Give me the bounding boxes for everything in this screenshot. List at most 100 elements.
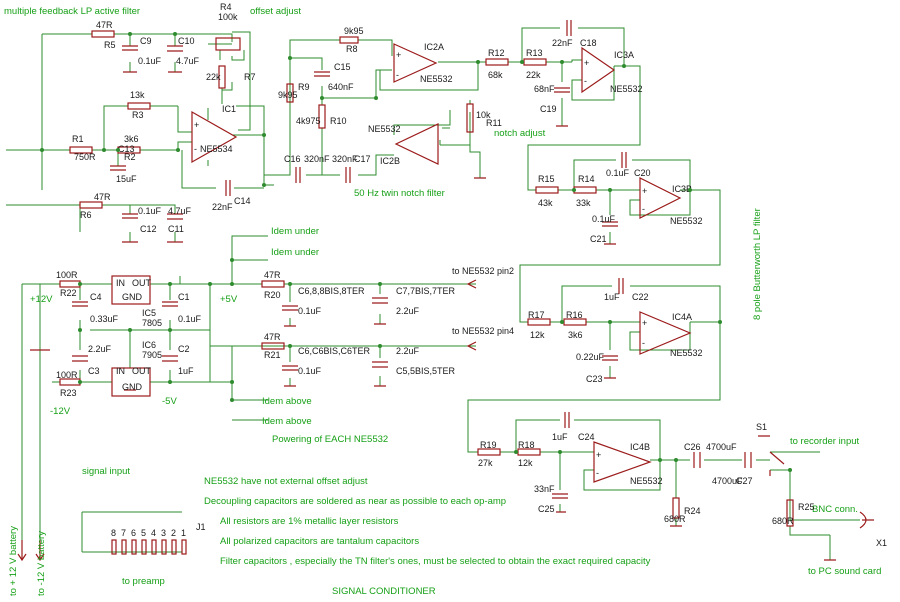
- capacitor-c1: [162, 301, 178, 307]
- value-r15: 43k: [538, 198, 553, 208]
- to-preamp-label: to preamp: [122, 576, 165, 587]
- label-c1: C1: [178, 292, 190, 302]
- label-ic6: IC6: [142, 340, 156, 350]
- label-c25: C25: [538, 504, 555, 514]
- value-c12: 0.1uF: [138, 206, 162, 216]
- notch-adjust-label: notch adjust: [494, 128, 546, 139]
- value-c27: 4700uF: [712, 476, 743, 486]
- value-r24: 680R: [664, 514, 686, 524]
- label-c10: C10: [178, 36, 195, 46]
- label-ic2b: IC2B: [380, 156, 400, 166]
- value-r19: 27k: [478, 458, 493, 468]
- label-r14: R14: [578, 174, 595, 184]
- value-c17: 320nF: [332, 154, 358, 164]
- label-r21: R21: [264, 350, 281, 360]
- label-ic4b: IC4B: [630, 442, 650, 452]
- idem-above-2: Idem above: [262, 416, 312, 427]
- capacitor-c16: [295, 167, 301, 183]
- label-r13: R13: [526, 48, 543, 58]
- junction-dots: [40, 32, 792, 472]
- component-labels: R4 100k 47R R5 C9 0.1uF C10 4.7uF 13k R3…: [56, 2, 887, 548]
- bnc-connector-x1: [859, 511, 874, 529]
- capacitor-c13: [110, 165, 126, 171]
- label-r9: R9: [298, 82, 310, 92]
- value-r21: 47R: [264, 332, 281, 342]
- resistor-r3: [127, 102, 151, 110]
- capacitor-c11: [167, 213, 183, 220]
- label-c23: C23: [586, 374, 603, 384]
- pin-minus-ic4b: -: [596, 468, 599, 478]
- label-r15: R15: [538, 174, 555, 184]
- opamp-ic4b: [593, 441, 652, 483]
- note-1: NE5532 have not external offset adjust: [204, 476, 368, 487]
- value-c7: 2.2uF: [396, 306, 420, 316]
- capacitor-c5: [372, 361, 388, 368]
- opamp-ic3a: [581, 46, 616, 94]
- to-recorder-label: to recorder input: [790, 436, 860, 447]
- value-c8: 0.1uF: [298, 306, 322, 316]
- resistor-r15: [535, 186, 559, 194]
- pin-minus-ic1: -: [194, 144, 197, 154]
- label-r22: R22: [60, 288, 77, 298]
- value-r9: 9k95: [278, 90, 298, 100]
- j1-pin-7: 7: [121, 528, 126, 538]
- resistor-r1: [69, 146, 93, 154]
- capacitor-c26: [693, 452, 701, 468]
- to-pc-label: to PC sound card: [808, 566, 881, 577]
- value-c21: 0.1uF: [592, 214, 616, 224]
- value-c25: 33nF: [534, 484, 555, 494]
- pin-minus-ic2a: -: [396, 70, 399, 80]
- label-r19: R19: [480, 440, 497, 450]
- label-s1: S1: [756, 422, 767, 432]
- regulator-ic6: [111, 367, 151, 397]
- label-r4: R4: [220, 2, 232, 12]
- label-c27: C27: [736, 476, 753, 486]
- value-c14: 22nF: [212, 202, 233, 212]
- label-c9: C9: [140, 36, 152, 46]
- label-c20: C20: [634, 168, 651, 178]
- capacitor-c2: [162, 355, 178, 362]
- note-5: Filter capacitors , especially the TN fi…: [220, 556, 651, 567]
- capacitor-c20: [621, 152, 627, 168]
- value-c20: 0.1uF: [606, 168, 630, 178]
- value-c5: 2.2uF: [396, 346, 420, 356]
- capacitor-c12: [122, 213, 138, 219]
- capacitor-c7: [372, 297, 388, 304]
- value-c3: 2.2uF: [88, 344, 112, 354]
- value-c10: 4.7uF: [176, 56, 200, 66]
- minus5-label: -5V: [162, 396, 177, 407]
- value-c26: 4700uF: [706, 442, 737, 452]
- to-pin2-label: to NE5532 pin2: [452, 266, 514, 276]
- value-r8: 9k95: [344, 26, 364, 36]
- type-ic3a: NE5532: [610, 84, 643, 94]
- annotations: multiple feedback LP active filter offse…: [4, 6, 881, 597]
- note-2: Decoupling capacitors are soldered as ne…: [204, 496, 506, 507]
- label-r11: R11: [486, 118, 502, 128]
- label-r24: R24: [684, 506, 701, 516]
- idem-under-1: Idem under: [271, 226, 319, 237]
- label-c4: C4: [90, 292, 102, 302]
- label-r8: R8: [346, 44, 358, 54]
- capacitor-c14: [225, 180, 231, 196]
- label-ic3a: IC3A: [614, 50, 634, 60]
- j1-pin-4: 4: [151, 528, 156, 538]
- regulator-ic5: [111, 275, 151, 305]
- ground-symbols: [30, 71, 836, 561]
- pin-plus-ic4b: +: [596, 450, 601, 460]
- label-c12: C12: [140, 224, 157, 234]
- filter-title: multiple feedback LP active filter: [4, 6, 140, 17]
- opamp-ic3b: [639, 177, 682, 219]
- pin-minus-ic3a: -: [584, 76, 587, 86]
- connector-j1: [111, 539, 187, 555]
- label-c13: C13: [118, 144, 135, 154]
- opamp-ic2a: [393, 43, 438, 83]
- label-r23: R23: [60, 388, 77, 398]
- resistor-r7: [218, 65, 226, 89]
- pin-plus-ic3b: +: [642, 186, 647, 196]
- label-c3: C3: [88, 366, 100, 376]
- pin-plus-ic2a: +: [396, 50, 401, 60]
- value-c23: 0.22uF: [576, 352, 605, 362]
- capacitor-c27: [744, 452, 752, 468]
